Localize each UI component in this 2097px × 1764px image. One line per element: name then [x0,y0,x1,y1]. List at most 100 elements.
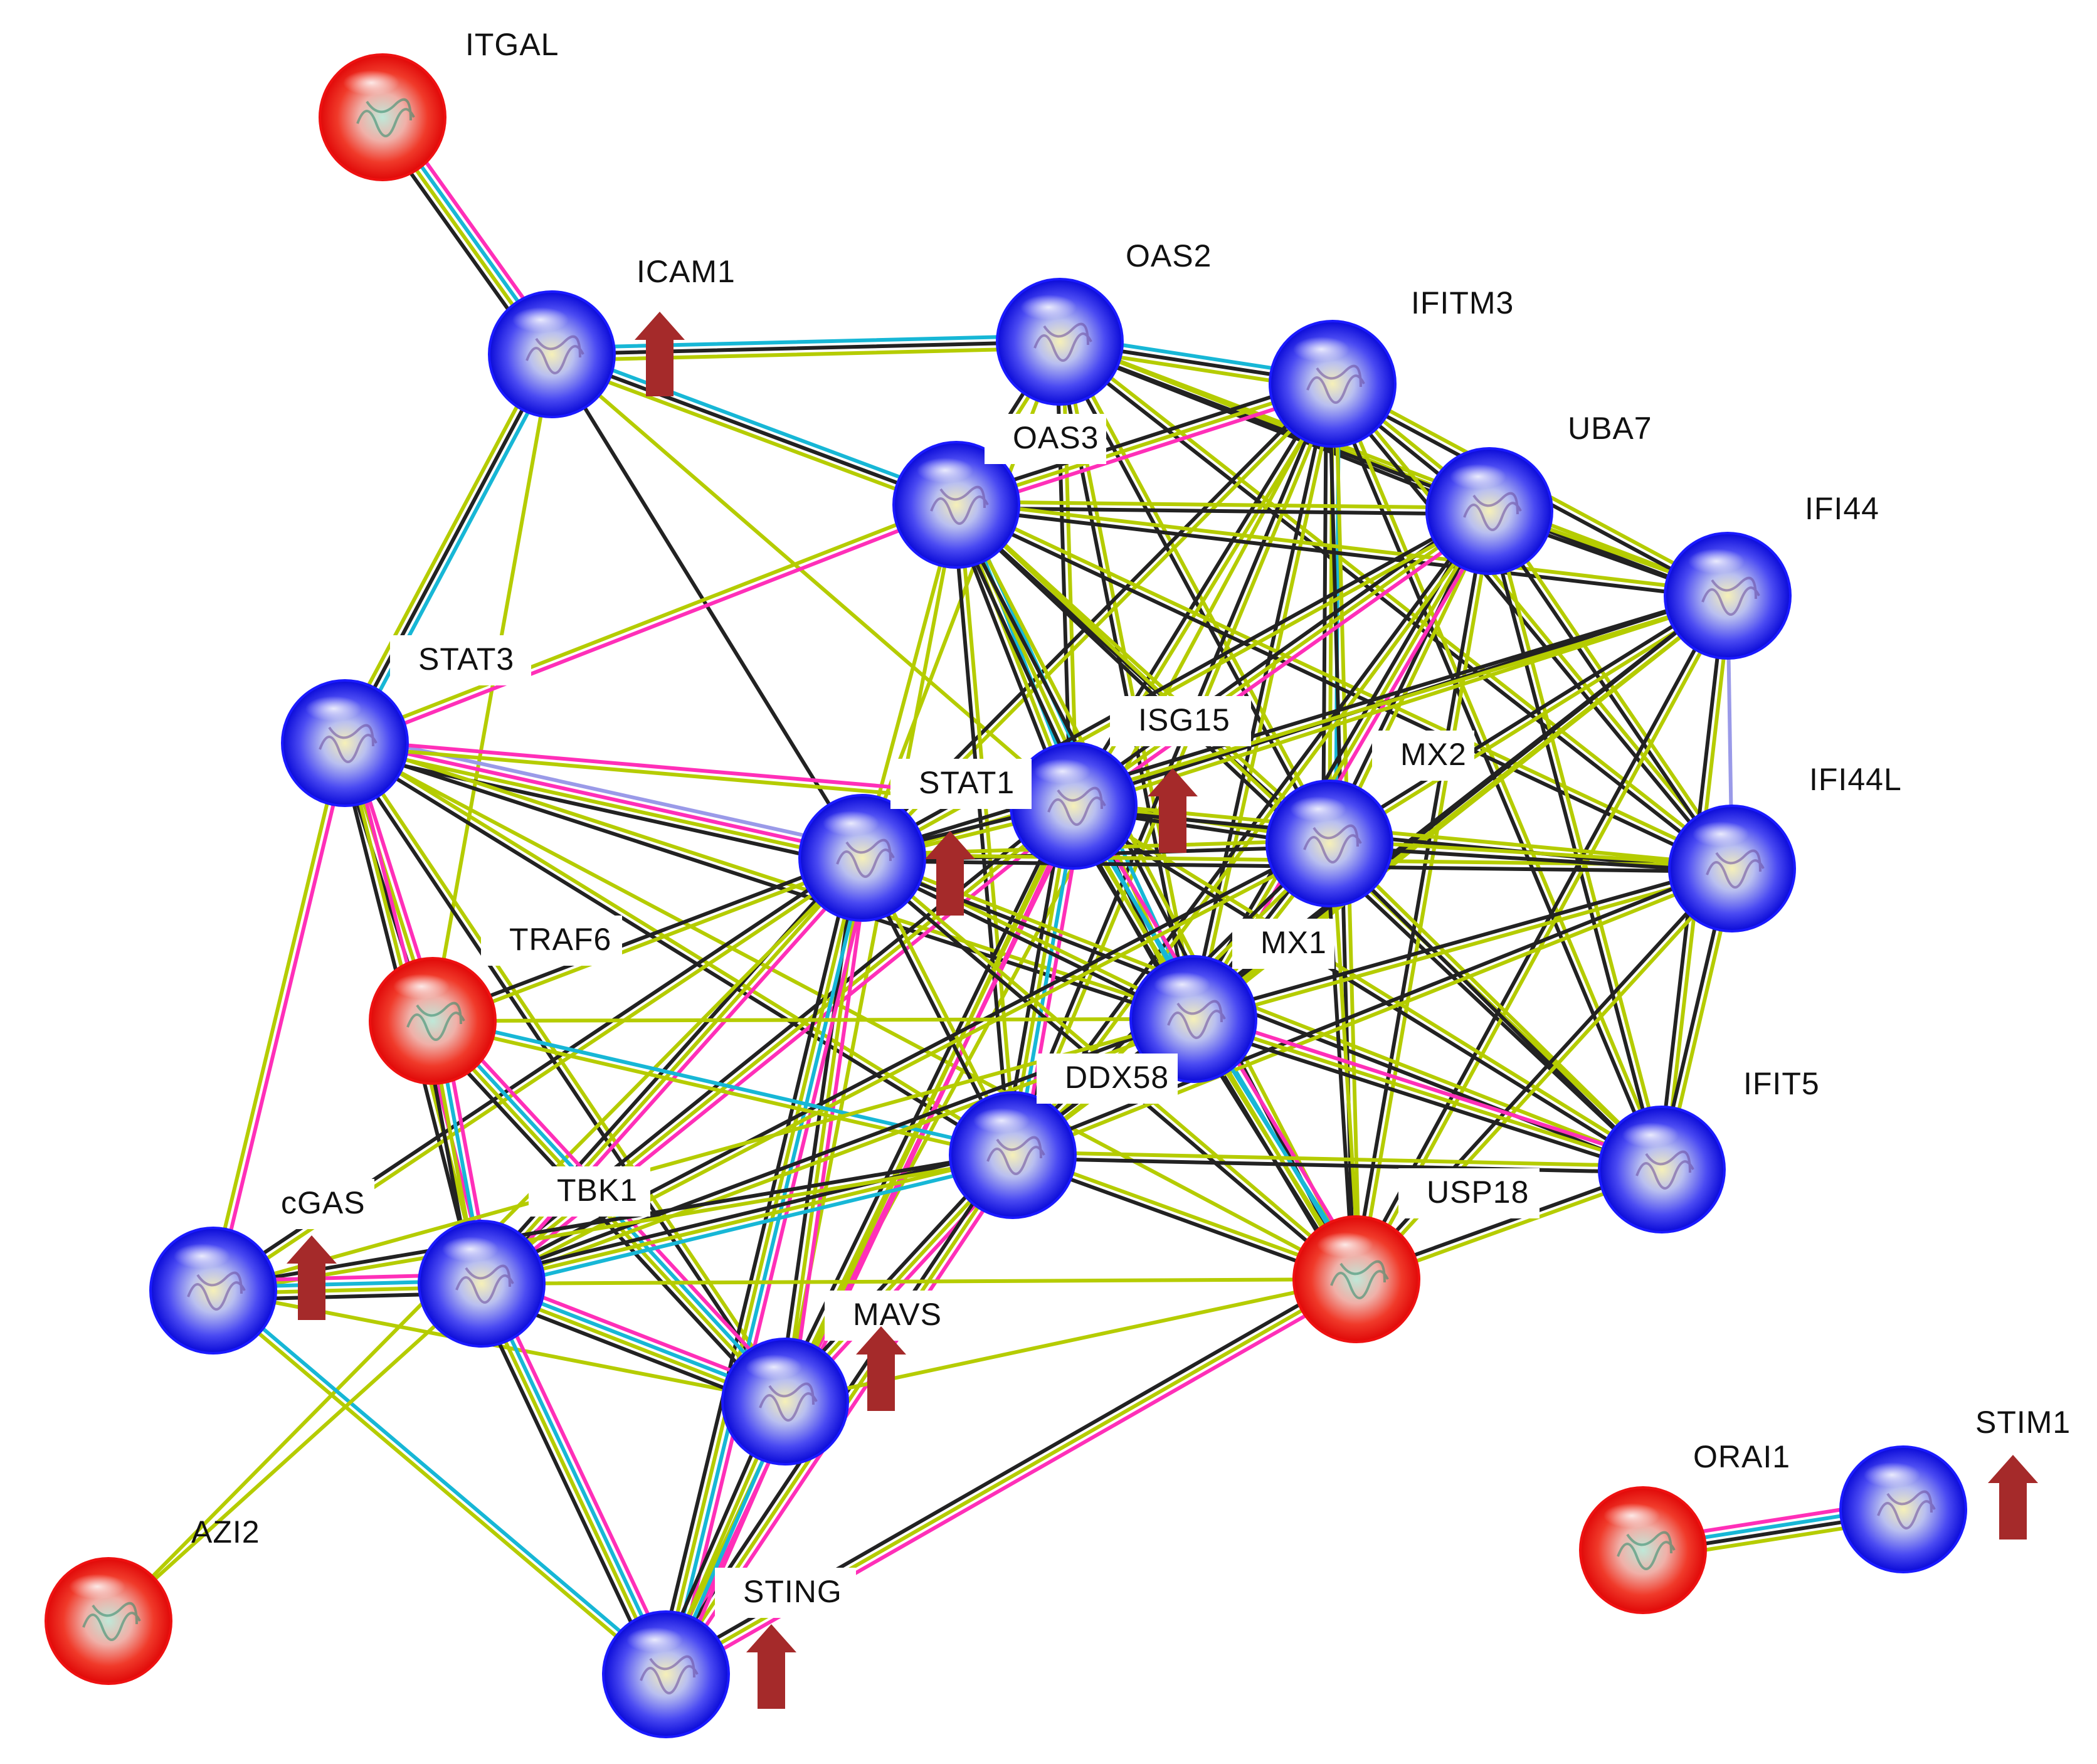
protein-structure-icon [1701,576,1760,616]
label-ICAM1: ICAM1 [636,254,736,289]
label-OAS3: OAS3 [1013,420,1099,455]
node-MAVS[interactable] [721,1338,849,1466]
edge-strand-black [1351,592,1727,1280]
label-IFIT5: IFIT5 [1743,1066,1820,1101]
edge-strand-magenta [344,505,959,748]
protein-structure-icon [356,98,415,137]
edge-TBK1-AZI2 [107,1282,483,1623]
edge-STAT3-DDX58 [341,738,1017,1160]
label-ORAI1: ORAI1 [1693,1439,1790,1474]
protein-structure-icon [455,1264,514,1304]
node-STAT3[interactable] [281,679,409,807]
edge-strand-black [550,340,1062,356]
node-TRAF6[interactable] [369,957,497,1085]
edge-strand-black [1484,510,1661,1173]
node-USP18[interactable] [1292,1215,1420,1343]
upregulated-arrow-icon [856,1326,906,1411]
edge-TRAF6-MX1 [431,1017,1195,1023]
edge-strand-magenta [789,857,870,1405]
node-highlight [393,974,450,999]
node-MX1[interactable] [1129,955,1257,1083]
edge-strand-black [340,742,784,1405]
edge-ISG15-STING [661,802,1079,1678]
edge-strand-black [1070,806,1662,1175]
protein-structure-icon [986,1136,1045,1175]
label-box-cGAS [253,1179,374,1229]
edge-strand-cyan [431,1016,1016,1154]
node-STIM1[interactable] [1839,1445,1967,1573]
label-TBK1: TBK1 [557,1173,638,1208]
node-highlight [343,70,399,95]
node-UBA7[interactable] [1425,447,1553,575]
edge-strand-magenta [673,858,874,1679]
node-ISG15[interactable] [1010,742,1138,870]
node-STAT1[interactable] [798,794,926,922]
edge-strand-yellow [956,500,1736,868]
upregulated-arrow-icon [1988,1455,2038,1540]
node-OAS3[interactable] [892,441,1020,569]
protein-structure-icon [406,1001,465,1041]
edge-strand-black [1057,342,1729,601]
node-IFI44[interactable] [1664,532,1792,660]
edge-STAT3-USP18 [343,741,1358,1281]
edge-strand-magenta [344,738,865,857]
edge-UBA7-USP18 [1351,509,1494,1282]
node-STING[interactable] [602,1610,730,1738]
protein-structure-icon [836,838,895,878]
edge-strand-black [424,1025,780,1410]
node-ITGAL[interactable] [319,53,446,181]
node-highlight [1290,796,1346,821]
edge-strand-cyan [481,1159,1017,1292]
upregulated-arrow-icon [287,1235,337,1320]
edge-IFITM3-OAS3 [952,376,1337,513]
node-highlight [1034,759,1091,784]
node-highlight [1293,337,1350,362]
edge-strand-magenta [956,388,1337,513]
edge-strand-black [343,352,554,745]
protein-structure-icon [1635,1150,1694,1190]
edge-strand-black [1190,864,1733,1018]
node-ICAM1[interactable] [488,290,616,418]
edge-TBK1-STING [471,1277,677,1681]
upregulated-arrow-icon [635,312,685,396]
nodes-layer [45,53,1967,1738]
protein-structure-icon [526,335,584,374]
protein-structure-icon [1303,824,1362,864]
protein-structure-icon [640,1655,699,1694]
node-highlight [1693,821,1749,847]
edge-strand-black [1010,1156,1664,1175]
edge-ICAM1-OAS3 [547,346,961,513]
edge-strand-yellow [1011,1150,1664,1168]
node-IFI44L[interactable] [1668,805,1796,932]
edge-strand-magenta [667,805,1079,1678]
edge-strand-black [211,1150,1015,1290]
edge-MX2-IFIT5 [1325,839,1666,1174]
node-IFITM3[interactable] [1269,320,1397,448]
node-AZI2[interactable] [45,1557,172,1685]
label-MAVS: MAVS [853,1297,942,1332]
edge-strand-magenta [214,742,350,1294]
node-highlight [746,1355,802,1380]
protein-structure-icon [1167,1000,1226,1039]
node-MX2[interactable] [1265,779,1393,907]
label-ITGAL: ITGAL [465,27,559,62]
edge-strand-yellow [477,1283,665,1678]
edge-strand-black [1324,842,1355,1282]
protein-structure-icon [82,1602,141,1641]
node-DDX58[interactable] [949,1091,1077,1219]
edge-strand-black [951,504,1356,1283]
edge-strand-black [471,1286,660,1681]
edge-strand-yellow [550,346,1062,362]
edge-strand-black [341,750,862,869]
node-ORAI1[interactable] [1579,1486,1707,1614]
edge-strand-black [1326,591,1728,843]
edge-strand-yellow [1072,509,1491,808]
node-IFIT5[interactable] [1598,1106,1726,1233]
label-box-TRAF6 [481,916,622,966]
node-cGAS[interactable] [149,1227,277,1355]
node-OAS2[interactable] [996,278,1124,406]
edge-strand-cyan [549,334,1062,350]
label-STIM1: STIM1 [1975,1405,2071,1440]
edge-strand-black [1321,381,1328,845]
node-TBK1[interactable] [418,1220,546,1348]
